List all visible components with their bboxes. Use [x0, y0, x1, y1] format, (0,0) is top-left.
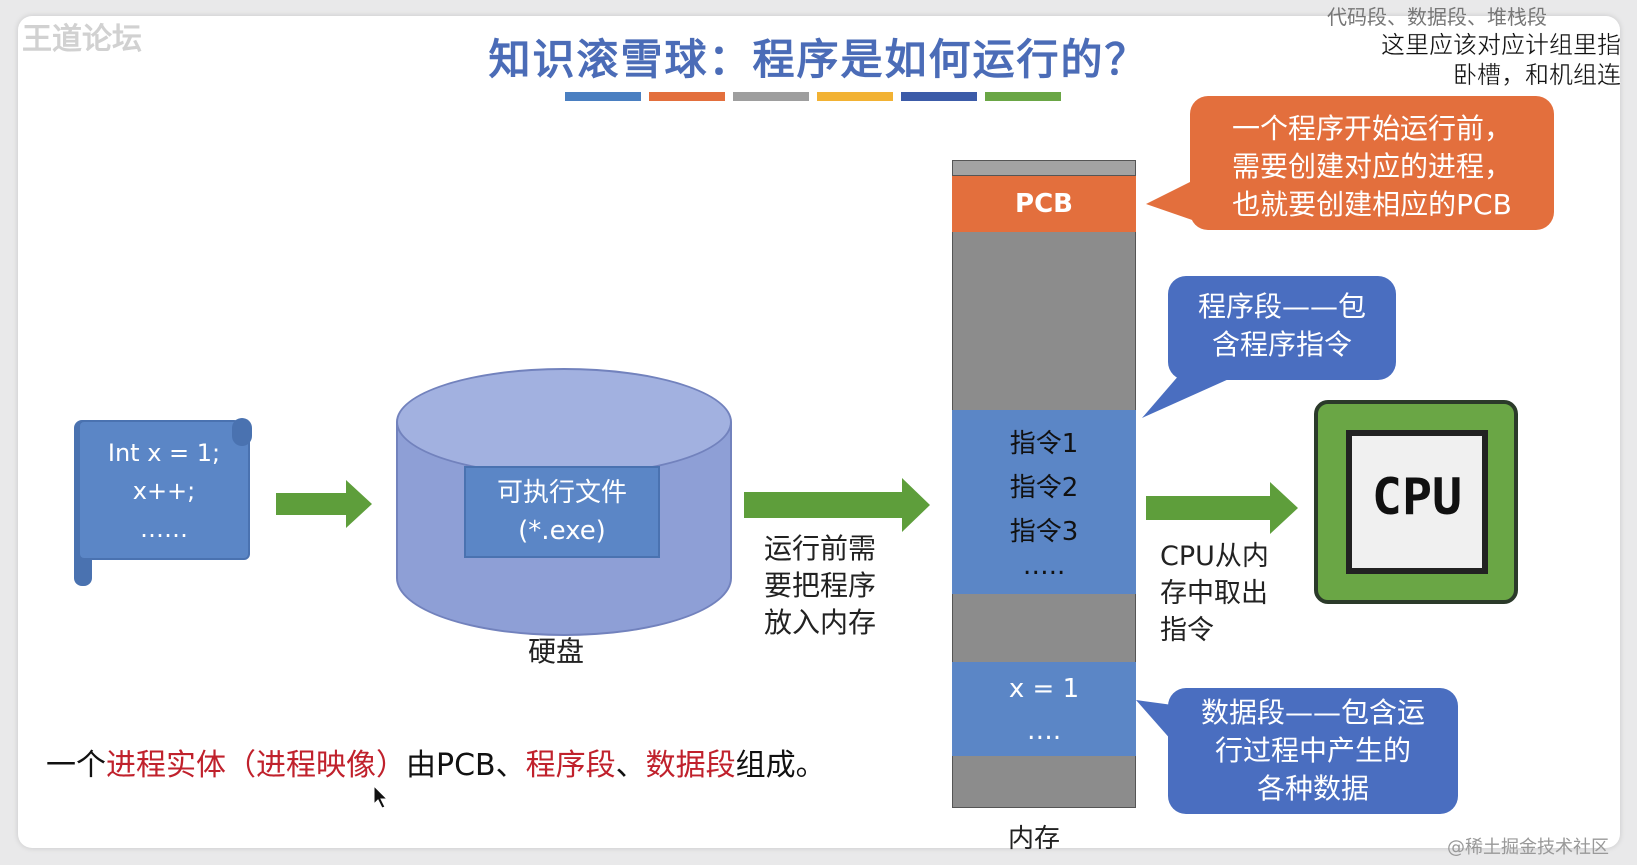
subtitle-line1: 这里应该对应计组里指	[1381, 31, 1621, 59]
arrow-right-icon	[276, 480, 372, 528]
data-segment-block: x = 1 ….	[952, 662, 1136, 756]
pcb-callout: 一个程序开始运行前， 需要创建对应的进程， 也就要创建相应的PCB	[1190, 96, 1554, 230]
code-line-3: ……	[140, 515, 188, 543]
instruction-1: 指令1	[1009, 429, 1079, 459]
exe-label: 可执行文件	[496, 478, 627, 508]
pcb-callout-line-3: 也就要创建相应的PCB	[1232, 188, 1512, 221]
pcb-callout-line-2: 需要创建对应的进程，	[1231, 150, 1512, 183]
data-value-1: x = 1	[1008, 674, 1080, 704]
fetch-caption: CPU从内 存中取出 指令	[1160, 538, 1269, 649]
disk-cylinder-top	[396, 368, 732, 476]
page-title: 知识滚雪球：程序是如何运行的？	[488, 35, 1149, 84]
color-bar-6	[985, 92, 1061, 101]
data-callout-line-3: 各种数据	[1256, 772, 1369, 805]
callout-pointer-program	[1142, 374, 1240, 418]
summary-part-1: 一个	[46, 748, 106, 783]
summary-part-2: 由PCB、	[406, 748, 526, 783]
disk-label: 硬盘	[528, 635, 585, 668]
load-caption-line-2: 要把程序	[764, 569, 877, 602]
cpu-label: CPU	[1371, 468, 1463, 526]
ghost-logo: 王道论坛	[22, 22, 142, 57]
summary-part-3: 、	[615, 748, 646, 783]
bottom-summary: 一个进程实体（进程映像）由PCB、程序段、数据段组成。	[46, 740, 826, 784]
arrow-right-icon	[1146, 482, 1298, 534]
program-callout-line-2: 含程序指令	[1211, 328, 1352, 361]
code-line-2: x++;	[132, 477, 196, 505]
memory-top	[952, 160, 1136, 176]
color-bar-5	[901, 92, 977, 101]
data-value-more: ….	[1026, 716, 1062, 746]
summary-highlight-program-segment: 程序段	[525, 748, 616, 783]
mouse-cursor-icon	[374, 786, 389, 809]
load-caption-line-1: 运行前需	[764, 532, 877, 565]
summary-highlight-data-segment: 数据段	[645, 748, 736, 783]
instruction-3: 指令3	[1009, 517, 1079, 547]
subtitle-line2: 卧槽，和机组连	[1453, 61, 1621, 89]
instruction-2: 指令2	[1009, 473, 1079, 503]
memory-label: 内存	[1008, 824, 1061, 854]
arrow-right-icon	[744, 478, 930, 532]
executable-file-box: 可执行文件 (*.exe)	[464, 466, 660, 558]
fetch-caption-line-3: 指令	[1160, 615, 1214, 646]
overlay-top-text: 代码段、数据段、堆栈段	[1327, 5, 1547, 29]
exe-extension: (*.exe)	[518, 516, 606, 546]
program-callout-line-1: 程序段——包	[1197, 290, 1366, 323]
watermark: @稀土掘金技术社区	[1447, 837, 1609, 858]
color-bar-1	[565, 92, 641, 101]
color-bar-2	[649, 92, 725, 101]
data-callout-line-2: 行过程中产生的	[1214, 734, 1411, 767]
code-line-1: Int x = 1;	[107, 439, 221, 467]
pcb-callout-line-1: 一个程序开始运行前，	[1231, 112, 1512, 145]
program-segment-callout: 程序段——包 含程序指令	[1168, 276, 1396, 380]
color-bar-3	[733, 92, 809, 101]
data-segment-callout: 数据段——包含运 行过程中产生的 各种数据	[1168, 688, 1458, 814]
code-scroll: Int x = 1; x++; ……	[78, 420, 250, 560]
load-caption-line-3: 放入内存	[764, 606, 877, 639]
summary-part-4: 组成。	[735, 748, 826, 783]
scroll-roll-right	[232, 418, 252, 446]
fetch-caption-line-2: 存中取出	[1160, 578, 1268, 609]
cpu-chip-face	[1346, 430, 1488, 574]
callout-pointer-pcb	[1146, 178, 1198, 222]
data-callout-line-1: 数据段——包含运	[1200, 696, 1425, 729]
summary-highlight-process-entity: 进程实体（进程映像）	[106, 748, 406, 783]
color-bar-4	[817, 92, 893, 101]
pcb-block: PCB	[952, 176, 1136, 232]
fetch-caption-line-1: CPU从内	[1160, 541, 1269, 572]
color-bar-strip	[565, 92, 1061, 101]
instruction-more: …..	[1022, 551, 1066, 581]
program-segment-block: 指令1 指令2 指令3 …..	[952, 410, 1136, 594]
load-caption: 运行前需 要把程序 放入内存	[764, 530, 876, 641]
